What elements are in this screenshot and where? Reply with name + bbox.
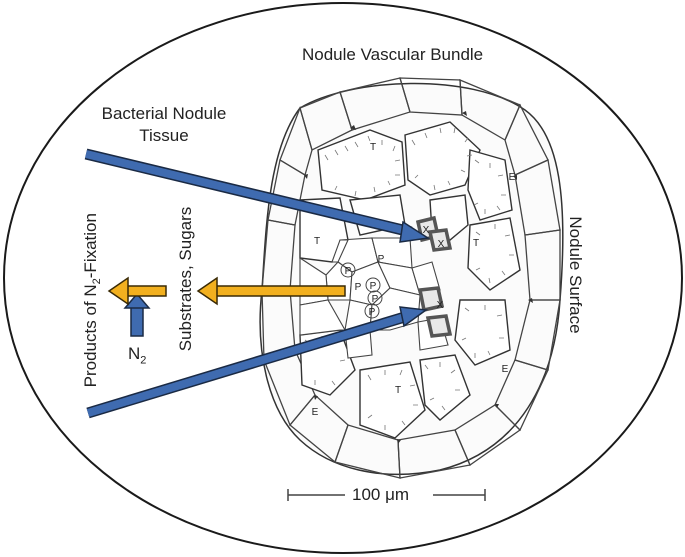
cell-label-t: T <box>314 236 320 247</box>
cell-label-p: P <box>372 294 379 305</box>
cell-label-p: P <box>355 282 362 293</box>
n2-main: N <box>128 344 141 363</box>
cell-label-e: E <box>502 364 509 375</box>
products-suffix: -Fixation <box>80 213 100 279</box>
products-label: Products of N2-Fixation <box>80 200 108 400</box>
cell-label-p: P <box>370 281 377 292</box>
products-prefix: Products of N <box>80 284 100 388</box>
scale-bar-label: 100 μm <box>352 485 410 504</box>
p-cell-circles <box>340 262 383 319</box>
cell-label-e: E <box>312 407 319 418</box>
n2-label: N2 <box>128 343 146 371</box>
cell-label-p: P <box>369 307 376 318</box>
epidermis-cells <box>261 77 561 479</box>
cell-label-x: X <box>423 225 430 236</box>
bacterial-tissue-line1: Bacterial Nodule <box>101 104 227 123</box>
orange-arrows <box>107 276 346 306</box>
n2-subscript: 2 <box>140 354 147 367</box>
cell-label-p: P <box>378 254 385 265</box>
cell-label-p: P <box>345 266 352 277</box>
scale-bar <box>287 489 486 501</box>
blue-arrows <box>84 148 431 419</box>
nodule-surface-label: Nodule Surface <box>566 216 585 334</box>
cell-label-e: E <box>509 172 516 183</box>
bacterial-tissue-line2: Tissue <box>139 126 189 145</box>
blue-arrow-lower <box>86 306 428 419</box>
cell-label-x: X <box>438 239 445 250</box>
n2-up-arrow <box>123 292 151 337</box>
vascular-bundle-label: Nodule Vascular Bundle <box>302 45 484 64</box>
cell-labels: T E T T T E E X X X P P P P P P <box>312 142 516 418</box>
cell-label-t: T <box>370 142 376 153</box>
blue-arrow-upper <box>84 148 431 243</box>
orange-arrow-short <box>107 276 167 306</box>
wall-junctions <box>292 111 533 444</box>
cell-label-t: T <box>473 238 479 249</box>
infected-cells <box>299 121 521 439</box>
bacterial-tissue-label: Bacterial Nodule Tissue <box>84 103 244 147</box>
substrates-label: Substrates, Sugars <box>176 206 195 352</box>
orange-arrow-long <box>196 276 346 306</box>
cell-label-x: X <box>437 300 444 311</box>
products-subscript: 2 <box>91 278 104 285</box>
cell-label-t: T <box>395 385 401 396</box>
